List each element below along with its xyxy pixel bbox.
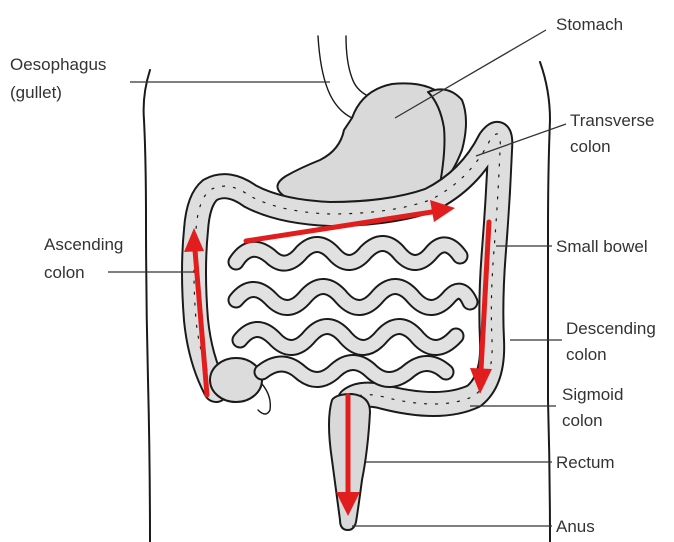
label-sigmoid-1: Sigmoid <box>562 385 623 404</box>
label-oesophagus-sub: (gullet) <box>10 83 62 102</box>
label-stomach: Stomach <box>556 15 623 34</box>
label-ascending-2: colon <box>44 263 85 282</box>
label-sigmoid-2: colon <box>562 411 603 430</box>
label-oesophagus: Oesophagus <box>10 55 106 74</box>
label-transverse-1: Transverse <box>570 111 654 130</box>
label-rectum: Rectum <box>556 453 615 472</box>
label-ascending-1: Ascending <box>44 235 123 254</box>
label-descending-2: colon <box>566 345 607 364</box>
label-descending-1: Descending <box>566 319 656 338</box>
label-transverse-2: colon <box>570 137 611 156</box>
small-bowel <box>236 243 470 379</box>
label-anus: Anus <box>556 517 595 536</box>
label-small-bowel: Small bowel <box>556 237 648 256</box>
